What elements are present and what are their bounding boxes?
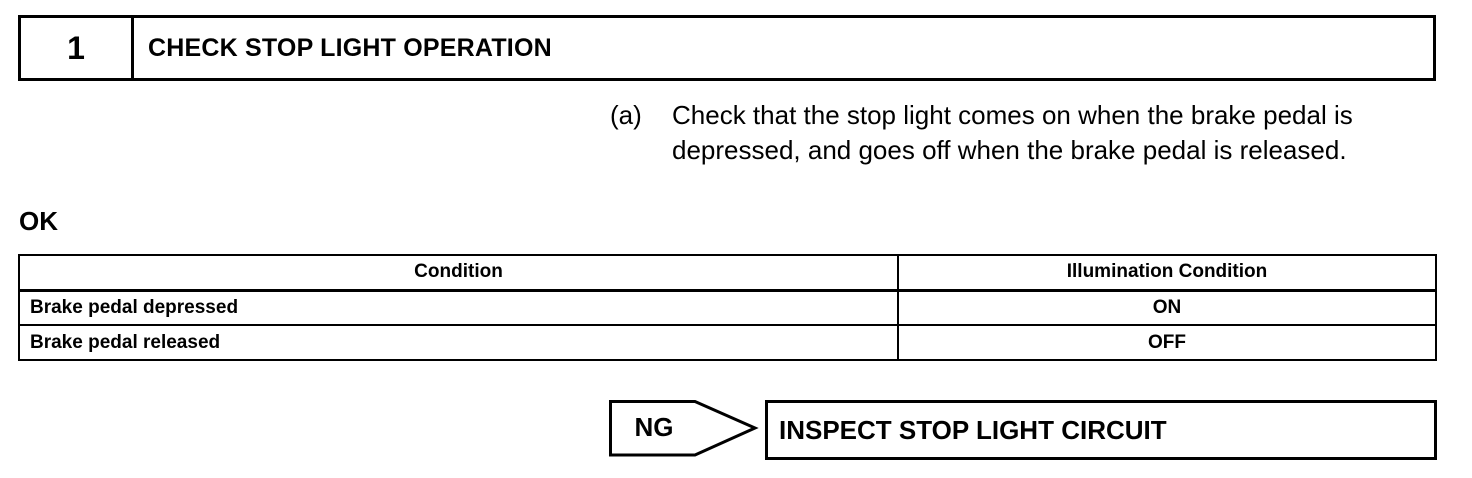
table-header-row: Condition Illumination Condition [18,254,1437,292]
ng-arrow-icon [609,400,759,457]
ng-label: NG [634,412,674,442]
step-number: 1 [21,18,134,78]
table-header-illumination: Illumination Condition [897,254,1437,292]
instruction-marker: (a) [610,100,642,130]
table-cell-condition: Brake pedal released [18,324,899,361]
step-title: CHECK STOP LIGHT OPERATION [148,33,552,62]
ng-action-box: INSPECT STOP LIGHT CIRCUIT [765,400,1437,460]
table-cell-illumination: ON [897,289,1437,326]
ok-label: OK [19,206,58,236]
instruction: (a) Check that the stop light comes on w… [610,98,1440,168]
table-row: Brake pedal released OFF [18,324,1437,361]
table-header-condition: Condition [18,254,899,292]
instruction-text: Check that the stop light comes on when … [672,100,1353,165]
step-header: 1 CHECK STOP LIGHT OPERATION [18,15,1436,81]
table-cell-condition: Brake pedal depressed [18,289,899,326]
table-row: Brake pedal depressed ON [18,289,1437,326]
table-cell-illumination: OFF [897,324,1437,361]
spec-table: Condition Illumination Condition Brake p… [18,254,1437,361]
